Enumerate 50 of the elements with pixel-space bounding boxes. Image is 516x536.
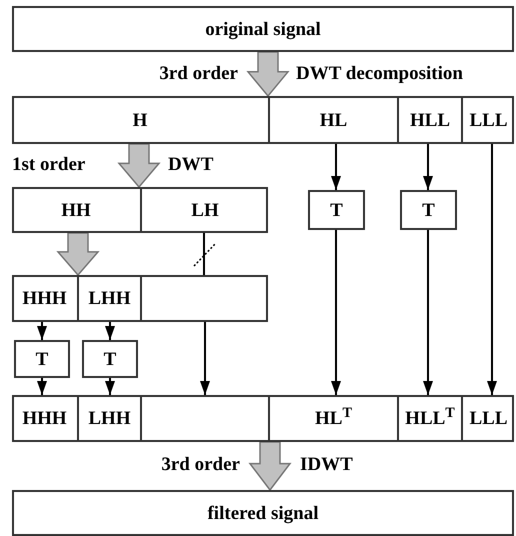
arrow	[487, 144, 497, 395]
node-label: T	[104, 350, 116, 368]
node-label: LLL	[469, 110, 508, 130]
annotation-text: DWT decomposition	[296, 62, 464, 86]
node-label: H	[132, 110, 148, 130]
node-label: HL$^{T}$	[315, 409, 352, 428]
node-label: HL	[320, 110, 348, 130]
node-label: T	[422, 200, 435, 220]
annotation-text: 1st order	[12, 153, 86, 177]
process-box	[14, 340, 70, 378]
node-label: LHH	[88, 409, 131, 428]
block-arrow	[117, 143, 161, 188]
band-box	[12, 96, 514, 144]
arrow	[105, 378, 115, 395]
process-box	[308, 190, 365, 230]
process-box	[400, 190, 457, 230]
block-arrow	[56, 232, 100, 276]
arrow	[200, 322, 210, 395]
node-label: filtered signal	[207, 504, 318, 522]
arrow	[105, 322, 115, 340]
node-label: T	[36, 350, 48, 368]
node-label: HLL$^{T}$	[405, 409, 455, 428]
node-label: LH	[191, 200, 219, 220]
annotation-text: IDWT	[300, 453, 354, 477]
annotation-text: 3rd order	[160, 453, 240, 477]
band-box	[12, 275, 268, 322]
node-label: LLL	[469, 409, 508, 428]
node-label: LHH	[88, 289, 131, 308]
arrow	[37, 322, 47, 340]
arrow	[423, 144, 433, 190]
arrow	[331, 230, 341, 395]
block-arrow	[246, 51, 290, 98]
node-label: HHH	[22, 409, 67, 428]
node-label: HHH	[22, 289, 67, 308]
arrow	[37, 378, 47, 395]
band-box	[12, 187, 268, 233]
annotation-text: DWT	[168, 153, 214, 177]
node-label: HLL	[410, 110, 450, 130]
arrow	[331, 144, 341, 190]
node-label: T	[330, 200, 343, 220]
band-box	[12, 395, 514, 442]
arrow	[423, 230, 433, 395]
process-box	[12, 6, 514, 52]
connector-line	[203, 233, 205, 275]
process-box	[82, 340, 138, 378]
node-label: HH	[61, 200, 91, 220]
block-arrow	[248, 441, 292, 492]
node-label: original signal	[205, 20, 321, 38]
process-box	[12, 490, 514, 536]
annotation-text: 3rd order	[158, 62, 238, 86]
